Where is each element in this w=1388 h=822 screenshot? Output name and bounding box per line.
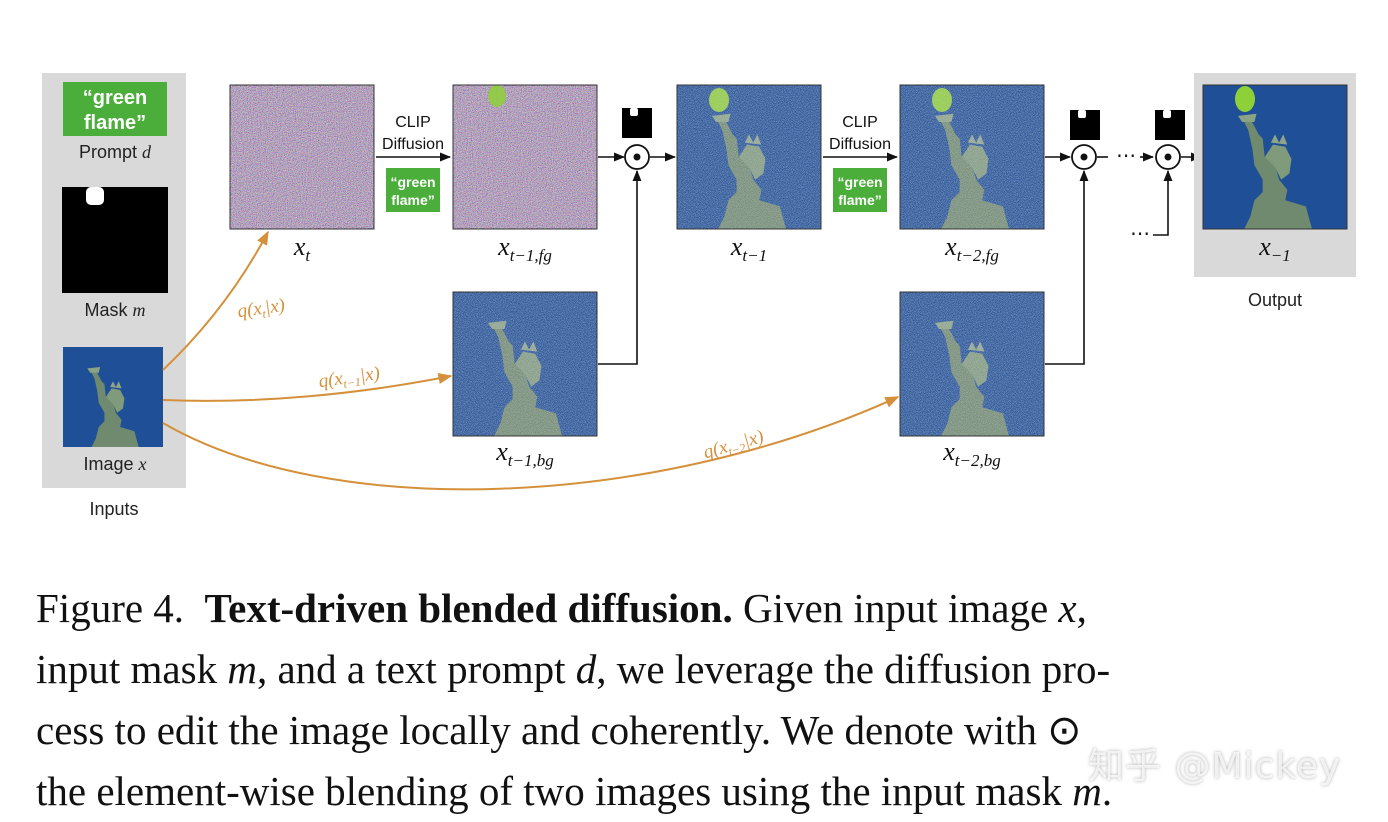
svg-text:“green: “green	[837, 174, 882, 190]
noise-arrow-xt2bg	[162, 396, 900, 491]
label-xt2bg: xt−2,bg	[942, 437, 1001, 470]
output-label: Output	[1248, 290, 1302, 310]
xt1-image	[676, 84, 822, 230]
clip-label-1: CLIP	[395, 114, 431, 131]
svg-text:flame”: flame”	[838, 192, 882, 208]
ellipsis-top: ⋯	[1116, 143, 1136, 167]
caption-line-3: cess to edit the image locally and coher…	[36, 707, 1082, 753]
svg-text:“green: “green	[390, 174, 435, 190]
xt-image	[229, 84, 375, 230]
inputs-label: Inputs	[89, 499, 138, 519]
q-label-3: q(xt−2|x)	[701, 426, 767, 465]
svg-text:flame”: flame”	[391, 192, 435, 208]
prompt-chip-2	[831, 166, 889, 214]
prompt-box	[63, 82, 167, 136]
q-label-2: q(xt−1|x)	[317, 363, 381, 394]
label-xout: x−1	[1258, 232, 1291, 265]
xt2fg-image	[899, 84, 1045, 230]
noise-arrow-xt	[162, 230, 269, 371]
image-label: Image x	[83, 454, 146, 474]
xt2bg-image	[899, 291, 1045, 437]
label-xt1: xt−1	[730, 232, 767, 265]
label-xt1bg: xt−1,bg	[495, 437, 554, 470]
mask-label: Mask m	[84, 300, 145, 320]
xt1bg-image	[452, 291, 598, 437]
diffusion-label-1: Diffusion	[382, 136, 444, 153]
label-xt2fg: xt−2,fg	[944, 232, 999, 265]
prompt-chip-1	[384, 166, 442, 214]
prompt-text-2: flame”	[84, 112, 146, 134]
caption-line-1: Figure 4. Text-driven blended diffusion.…	[36, 585, 1087, 631]
output-image	[1202, 84, 1348, 230]
clip-label-2: CLIP	[842, 114, 878, 131]
label-xt: xt	[293, 232, 312, 265]
diagram: “green flame” Prompt d Mask m Image x In…	[42, 73, 1356, 519]
q-label-1: q(xt|x)	[236, 295, 286, 324]
caption-line-4: the element-wise blending of two images …	[36, 768, 1113, 814]
prompt-text-1: “green	[83, 87, 147, 109]
mask-image	[62, 187, 168, 293]
xt1fg-image	[452, 84, 598, 230]
input-image	[63, 347, 163, 447]
diffusion-label-2: Diffusion	[829, 136, 891, 153]
caption-line-2: input mask m, and a text prompt d, we le…	[36, 646, 1111, 692]
prompt-label: Prompt d	[79, 142, 152, 162]
watermark: 知乎 @Mickey	[1088, 746, 1342, 787]
noise-arrow-xt1bg	[162, 372, 453, 402]
label-xt1fg: xt−1,fg	[497, 232, 552, 265]
ellipsis-bottom: ⋯	[1130, 221, 1150, 245]
